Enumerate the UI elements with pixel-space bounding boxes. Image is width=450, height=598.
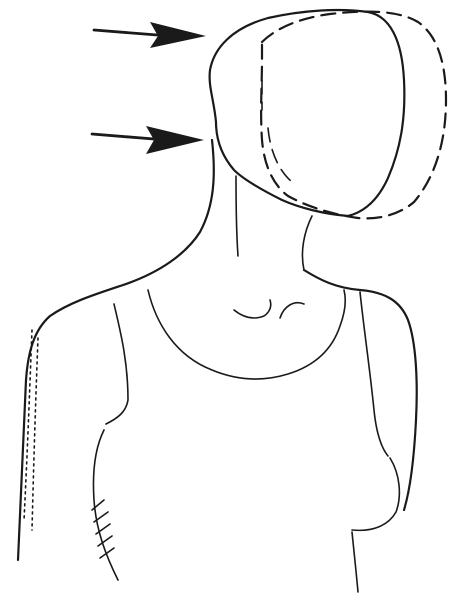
torso-right-lower (352, 532, 358, 592)
head-outline-dashed (261, 12, 446, 219)
back-neck-shoulder-left (18, 140, 214, 560)
neckline (148, 290, 345, 379)
neck-front-left (236, 176, 238, 256)
neck-front-right (302, 216, 312, 270)
chest-right (352, 458, 399, 530)
left-strap (106, 304, 128, 424)
right-strap (360, 292, 388, 456)
collarbone-right (280, 303, 304, 318)
arrow-lower-icon (92, 126, 204, 154)
shoulder-right (304, 270, 417, 510)
collarbone-left (234, 300, 271, 318)
left-arm-texture (24, 330, 38, 530)
arrow-upper-icon (94, 22, 206, 48)
head-outline-solid (210, 10, 405, 216)
